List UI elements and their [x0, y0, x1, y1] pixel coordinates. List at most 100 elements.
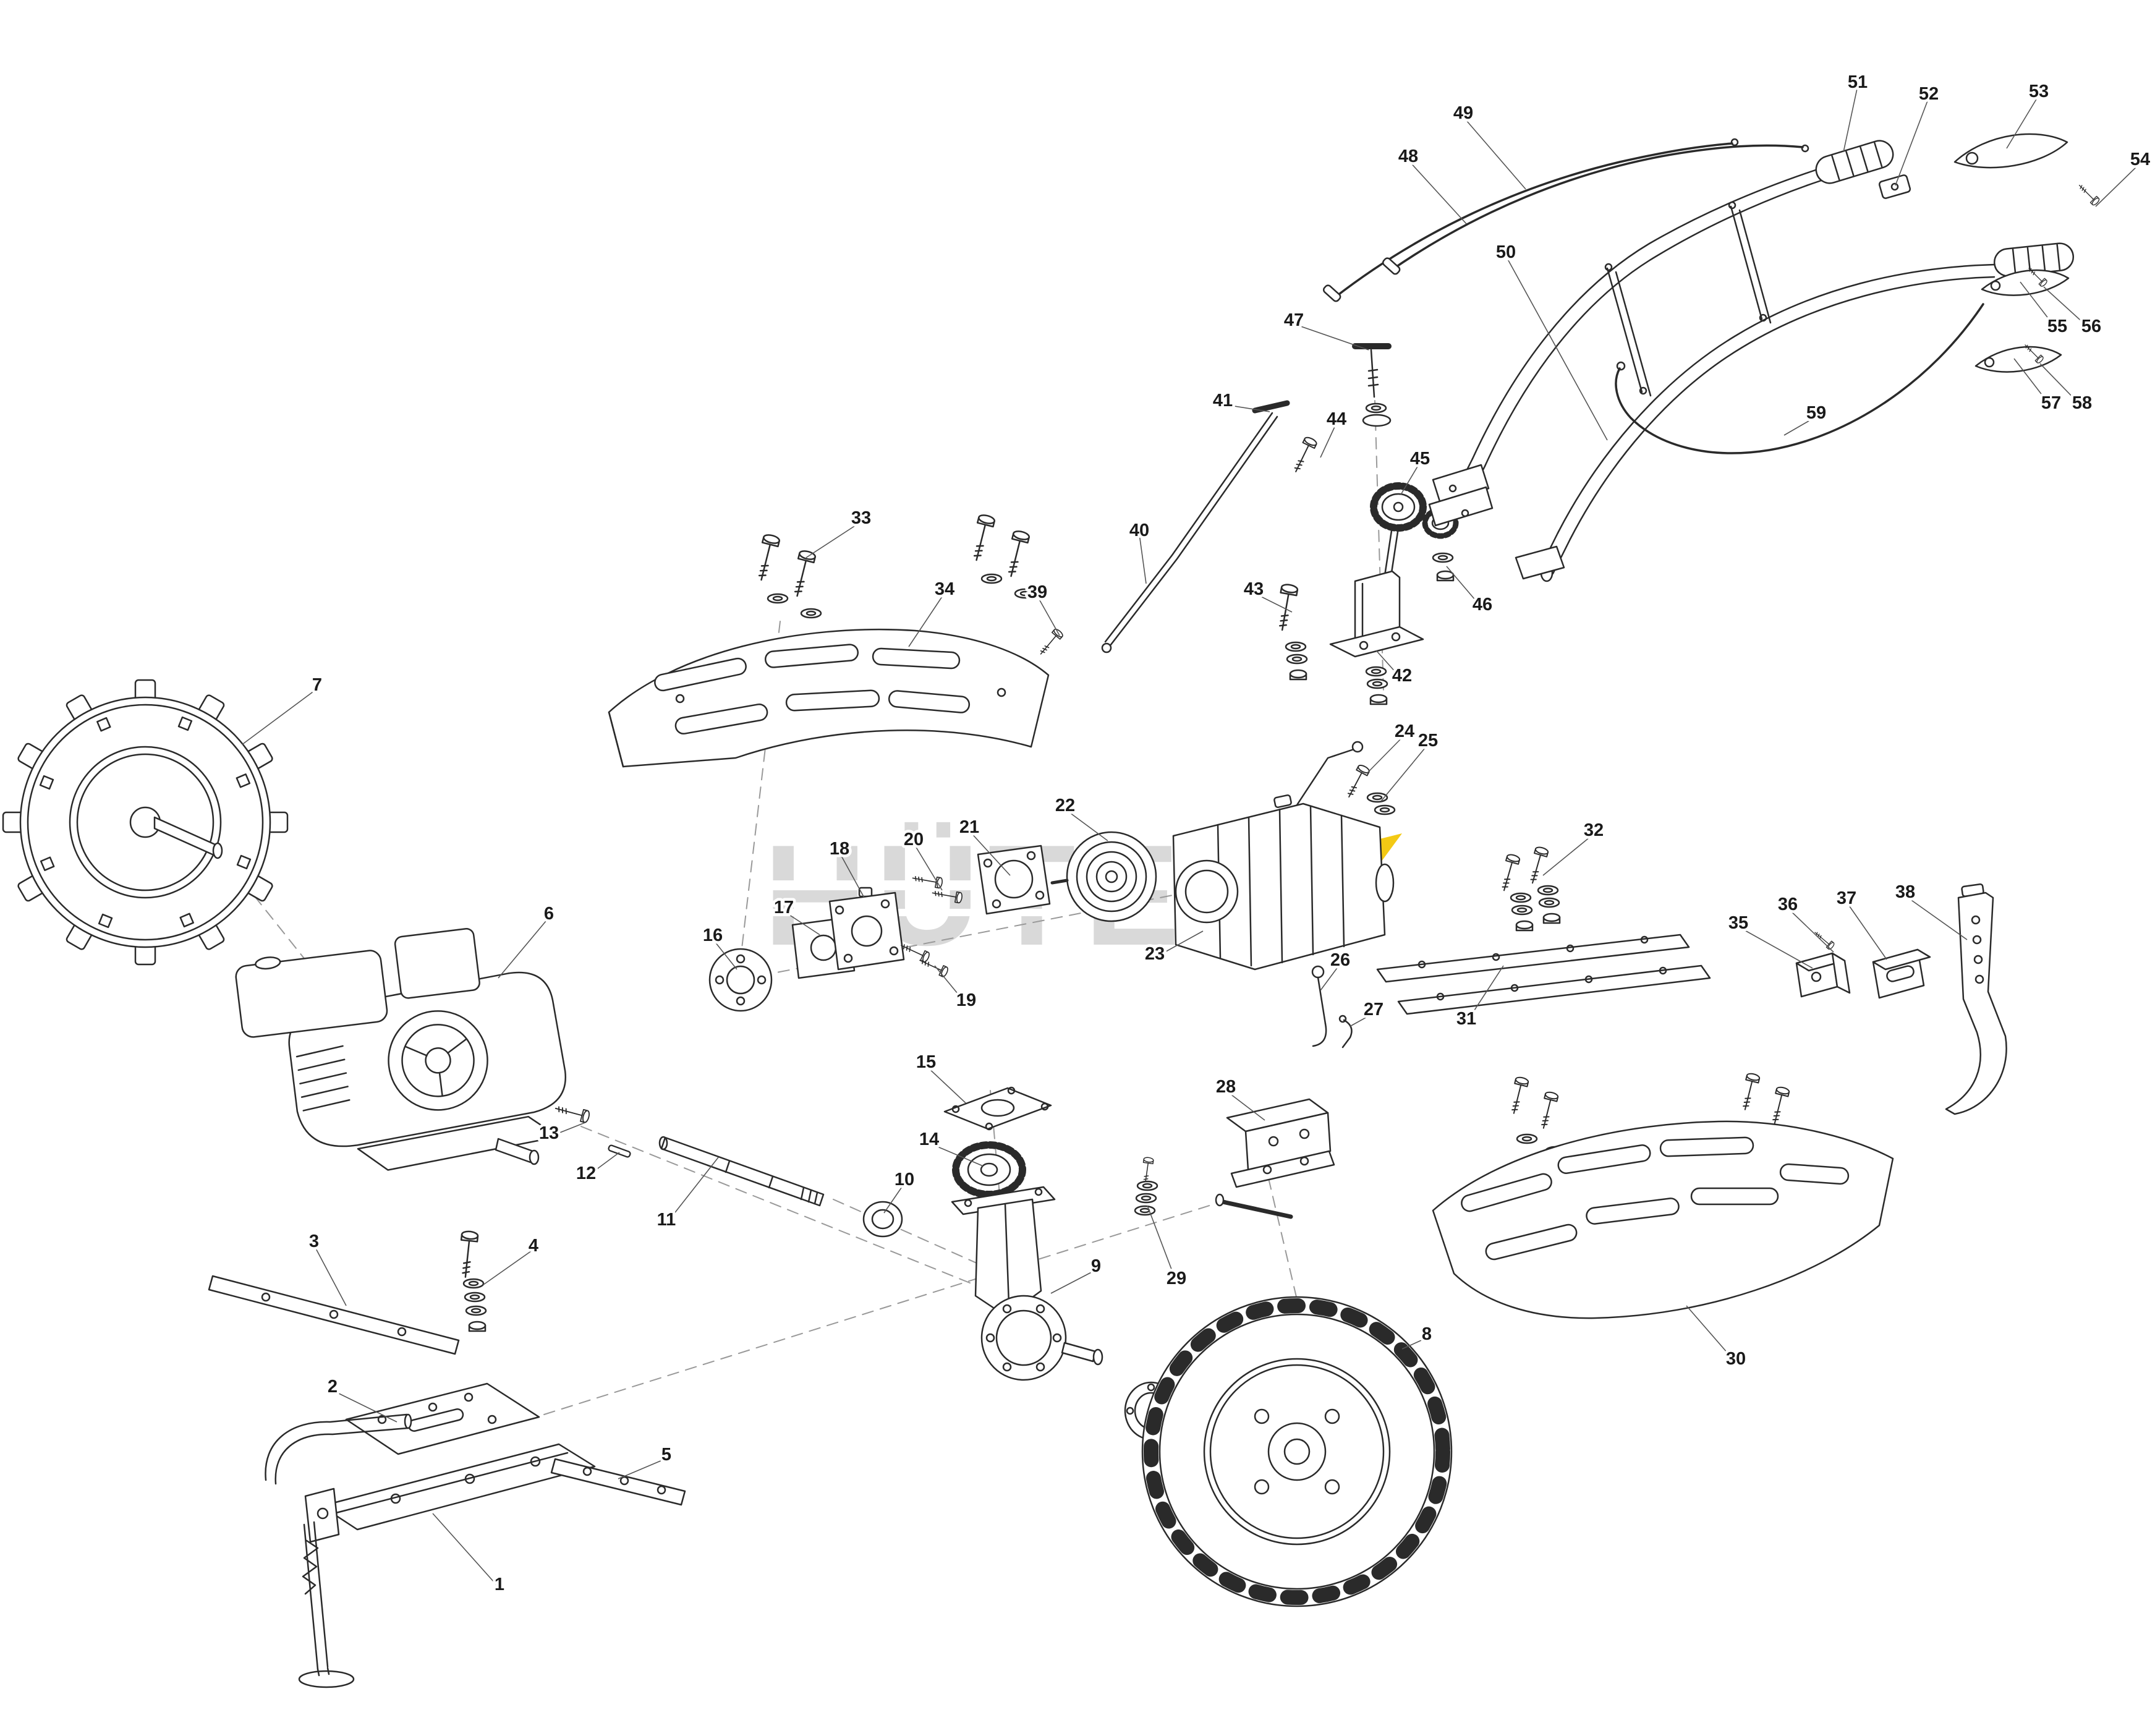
- leader-line-part-53: [2006, 95, 2039, 149]
- part-label-56: 56: [2081, 317, 2101, 336]
- part-label-44: 44: [1327, 409, 1346, 429]
- leader-line-part-1: [432, 1513, 500, 1589]
- leader-line-part-16: [712, 938, 737, 970]
- leader-line-part-48: [1408, 160, 1467, 224]
- part-label-38: 38: [1895, 882, 1915, 902]
- part-label-34: 34: [935, 579, 954, 599]
- cable-49: [1391, 144, 1804, 271]
- part-label-32: 32: [1584, 820, 1604, 840]
- leader-line-part-42: [1375, 650, 1403, 680]
- part-label-23: 23: [1145, 944, 1165, 964]
- part-label-36: 36: [1778, 895, 1798, 914]
- part-label-50: 50: [1496, 242, 1516, 262]
- leader-line-part-17: [783, 911, 820, 935]
- part-label-20: 20: [904, 830, 924, 849]
- leader-line-part-12: [585, 1152, 620, 1178]
- leader-line-part-36: [1787, 908, 1834, 953]
- leader-line-part-27: [1350, 1013, 1374, 1027]
- part-label-2: 2: [328, 1377, 338, 1397]
- shift-lever: [1296, 748, 1355, 806]
- mount-bar-3: [208, 1275, 460, 1355]
- leader-line-part-54: [2095, 163, 2141, 207]
- part-label-22: 22: [1055, 796, 1075, 815]
- leader-line-part-59: [1783, 416, 1817, 436]
- link-bars-31: [1376, 934, 1711, 1015]
- part-label-57: 57: [2041, 393, 2061, 413]
- handlebar-assembly: [1322, 133, 2101, 582]
- part-label-11: 11: [657, 1210, 676, 1230]
- part-label-43: 43: [1244, 579, 1264, 599]
- leader-line-part-31: [1466, 965, 1504, 1023]
- leader-line-part-2: [332, 1390, 397, 1423]
- leader-line-part-33: [805, 521, 862, 558]
- part-label-45: 45: [1410, 449, 1430, 469]
- part-label-13: 13: [539, 1123, 559, 1143]
- leader-line-part-13: [548, 1122, 585, 1138]
- part-label-19: 19: [956, 990, 976, 1010]
- right-tine-shield-30: [1432, 1120, 1894, 1319]
- leader-line-part-50: [1505, 255, 1608, 441]
- leader-line-part-20: [913, 843, 943, 891]
- leader-line-part-46: [1446, 566, 1483, 609]
- leader-line-part-40: [1139, 534, 1147, 584]
- leader-line-part-8: [1401, 1337, 1427, 1350]
- part-label-39: 39: [1027, 582, 1047, 602]
- leader-line-part-18: [839, 852, 865, 898]
- gasket-15: [943, 1086, 1052, 1131]
- part-label-49: 49: [1453, 103, 1473, 123]
- hitch-bracket-28: [1215, 1098, 1335, 1219]
- part-label-3: 3: [309, 1232, 319, 1251]
- leader-line-part-21: [969, 830, 1011, 876]
- part-label-12: 12: [576, 1164, 596, 1183]
- left-tine-shield: [608, 628, 1050, 768]
- gasket-21: [977, 845, 1051, 915]
- part-label-59: 59: [1806, 403, 1826, 423]
- cable-59: [1615, 303, 1984, 454]
- part-label-5: 5: [661, 1445, 671, 1465]
- control-lever-57: [1974, 346, 2062, 373]
- leader-line-part-52: [1895, 97, 1929, 186]
- control-lever-53: [1953, 133, 2068, 169]
- tire-wheel-8: [1141, 1296, 1453, 1607]
- part-label-14: 14: [919, 1130, 939, 1149]
- part-label-35: 35: [1728, 913, 1748, 933]
- leader-line-part-43: [1253, 592, 1293, 613]
- leader-line-part-28: [1225, 1090, 1265, 1121]
- part-label-55: 55: [2047, 317, 2067, 336]
- handlebar-tube-upper: [1471, 168, 1819, 460]
- leader-line-part-5: [618, 1458, 667, 1479]
- part-label-53: 53: [2029, 82, 2049, 101]
- part-label-15: 15: [916, 1052, 936, 1072]
- part-label-33: 33: [851, 508, 871, 528]
- part-label-27: 27: [1364, 1000, 1384, 1019]
- bearing-flange-16: [708, 948, 773, 1012]
- depth-stake-38: [1945, 883, 2007, 1115]
- leader-line-part-55: [2020, 281, 2058, 331]
- transmission-housing-23: [1172, 741, 1395, 971]
- clutch-rod-hook-26: [1311, 965, 1327, 1047]
- leader-line-part-35: [1738, 926, 1813, 969]
- leader-line-part-30: [1686, 1305, 1736, 1363]
- part-label-51: 51: [1848, 72, 1868, 92]
- part-label-29: 29: [1167, 1269, 1186, 1288]
- tension-assembly: [1273, 343, 1459, 705]
- part-label-17: 17: [774, 898, 794, 917]
- cotter-pin-27: [1338, 1015, 1353, 1049]
- control-lever-55: [1981, 269, 2070, 296]
- leader-line-part-4: [483, 1249, 534, 1285]
- leader-line-part-29: [1147, 1205, 1177, 1283]
- part-label-4: 4: [529, 1236, 538, 1256]
- part-label-25: 25: [1418, 731, 1438, 751]
- hitch-pin: [1220, 1199, 1293, 1219]
- tube-clamp-52: [1878, 174, 1911, 199]
- part-label-58: 58: [2072, 393, 2092, 413]
- cable-48: [1333, 142, 1733, 299]
- leader-line-part-58: [2039, 363, 2083, 407]
- part-label-18: 18: [830, 839, 849, 859]
- part-label-54: 54: [2130, 150, 2150, 169]
- part-label-30: 30: [1726, 1349, 1746, 1369]
- part-label-46: 46: [1473, 595, 1492, 615]
- engine: [235, 927, 567, 1171]
